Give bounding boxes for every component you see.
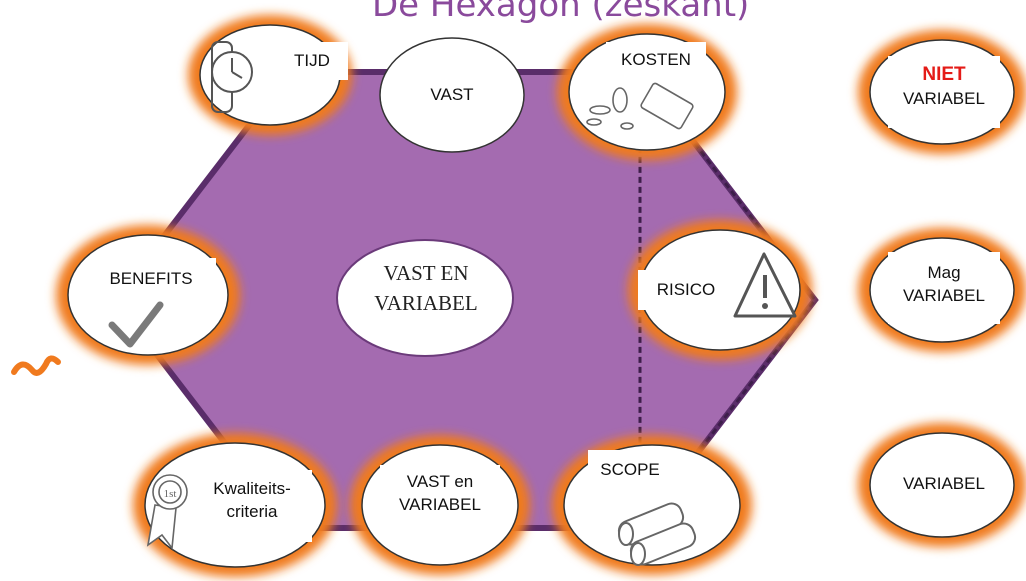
warning-icon [733,252,797,318]
node-label-kwaliteit-line2: criteria [226,501,278,521]
node-label-risico: RISICO [638,270,734,310]
node-label-kosten: KOSTEN [606,42,706,78]
node-label-vast-top: VAST [430,85,474,104]
legend-mag-variabel-word: VARIABEL [903,285,985,305]
ribbon-award-icon: 1st [146,474,188,551]
svg-text:1st: 1st [164,488,177,500]
center-ellipse [336,239,514,357]
node-vast-top-circle [379,37,525,153]
node-label-kwaliteit: Kwaliteits- criteria [192,470,312,542]
doodle-decoration [11,355,61,376]
center-label-line1: VAST EN [383,261,469,285]
legend-niet-variabel: NIET VARIABEL [888,56,1000,128]
node-label-scope: SCOPE [588,450,672,490]
node-label-vast-en-line1: VAST en [406,472,474,491]
legend-niet-variabel-word: VARIABEL [903,88,985,108]
legend-niet-word: NIET [922,64,966,85]
legend-variabel: VARIABEL [888,462,1000,506]
center-label-line2: VARIABEL [374,291,478,316]
checkmark-icon [108,301,164,348]
node-label-vast-en-variabel: VAST en VARIABEL [380,465,500,537]
legend-mag-word: Mag [927,263,961,282]
legend-mag-variabel: Mag VARIABEL [888,252,1000,324]
diagram-title: De Hexagon (zeskant) [372,0,750,25]
watch-icon [211,41,253,113]
center-label: VAST EN VARIABEL [338,258,514,319]
node-label-benefits: BENEFITS [86,258,216,300]
node-label-kwaliteit-line1: Kwaliteits- [213,479,291,498]
node-label-vast-en-line2: VARIABEL [399,494,481,514]
binoculars-icon [617,502,697,566]
node-label-tijd: TIJD [276,42,348,80]
money-icon [586,82,694,130]
